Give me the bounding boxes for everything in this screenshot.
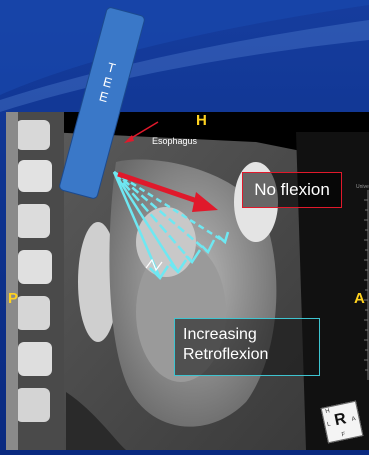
cube-face-bottom: F	[341, 432, 346, 439]
orientation-cube[interactable]: H R A L F	[321, 401, 364, 444]
cube-face-top: H	[325, 408, 330, 415]
spine	[6, 112, 64, 450]
retroflexion-callout: Increasing Retroflexion	[174, 318, 320, 376]
cube-face-left: L	[327, 421, 332, 428]
esophagus-pointer-arrow	[120, 118, 180, 148]
cube-face-front: R	[333, 410, 348, 430]
arrowhead-5	[150, 266, 168, 278]
orientation-label-head: H	[196, 112, 207, 129]
arrowhead-1	[218, 232, 228, 242]
background-swoosh	[0, 0, 369, 120]
no-flexion-callout: No flexion	[242, 172, 342, 208]
cube-face-right: A	[351, 416, 356, 423]
arrowhead-2	[202, 240, 214, 252]
scale-ruler	[362, 190, 369, 380]
no-flexion-arrow	[110, 168, 250, 218]
orientation-label-posterior: P	[8, 290, 18, 307]
